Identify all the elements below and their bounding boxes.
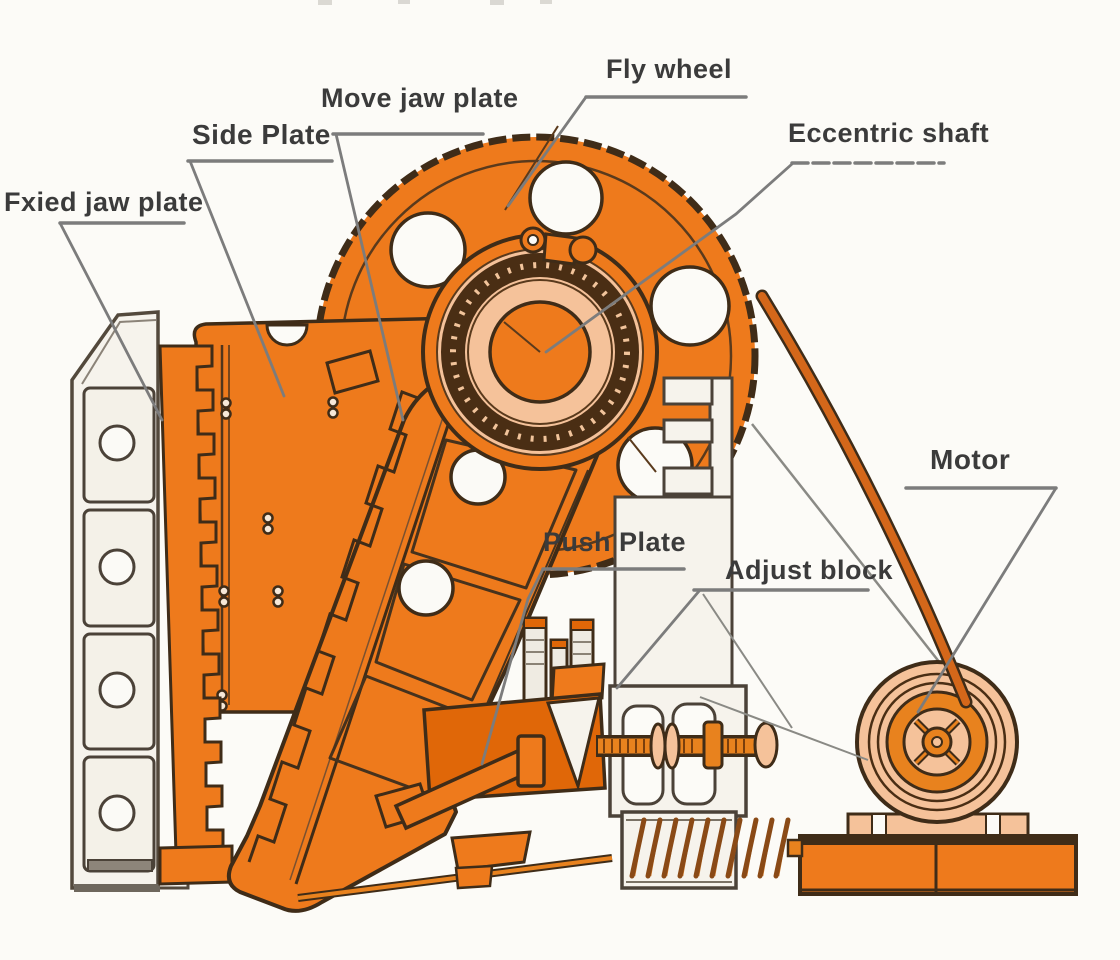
eccentric-shaft-bearing [421,226,659,471]
fixed-jaw-plate [158,344,234,886]
label-fly-wheel: Fly wheel [606,54,732,84]
leader-side-plate [188,159,286,398]
side-plate-top-notch [265,323,309,347]
label-side-plate: Side Plate [192,119,331,150]
label-push-plate: Push Plate [543,527,686,557]
cropped-text-remnant [318,0,552,5]
fixed-jaw-foot [158,844,234,886]
label-leaders [58,95,1058,766]
leader-fixed-jaw-plate [58,221,164,422]
annotations: Fxied jaw plate Side Plate Move jaw plat… [4,54,1058,766]
leader-motor [916,486,1058,714]
side-plate-bolts [216,396,339,712]
tension-rod [297,854,613,902]
pitman-hole [397,559,455,617]
motor [786,660,1078,896]
label-fixed-jaw-plate: Fxied jaw plate [4,187,204,217]
motor-base [798,834,1078,896]
motor-pulley [855,660,1019,824]
adjust-wedge [545,696,601,792]
threaded-rod [596,720,779,770]
leader-fly-wheel [506,95,588,208]
toggle-support [450,830,532,890]
label-eccentric-shaft: Eccentric shaft [788,118,989,148]
label-underlines [58,95,1058,592]
shaft-top-clamp [519,226,598,266]
jaw-plate-clamp [325,349,380,395]
frame-blocks [82,386,156,873]
leader-adjust-block [615,588,702,690]
spring-coil [629,817,791,879]
move-jaw-plate-serration [247,390,419,863]
leader-eccentric-shaft [544,162,794,354]
rod-threads [603,739,745,753]
leader-push-plate [480,567,545,766]
push-plate-toggle [393,734,546,831]
leader-move-jaw-plate [334,132,405,422]
frame-comb-bracket [662,376,734,499]
rod-end-disc [753,721,779,769]
label-motor: Motor [930,444,1010,475]
label-adjust-block: Adjust block [725,555,893,585]
label-move-jaw-plate: Move jaw plate [321,83,519,113]
bearing-balls [450,262,630,442]
frame-column [613,495,734,689]
drive-belt [755,289,973,709]
construction-lines [699,593,869,761]
